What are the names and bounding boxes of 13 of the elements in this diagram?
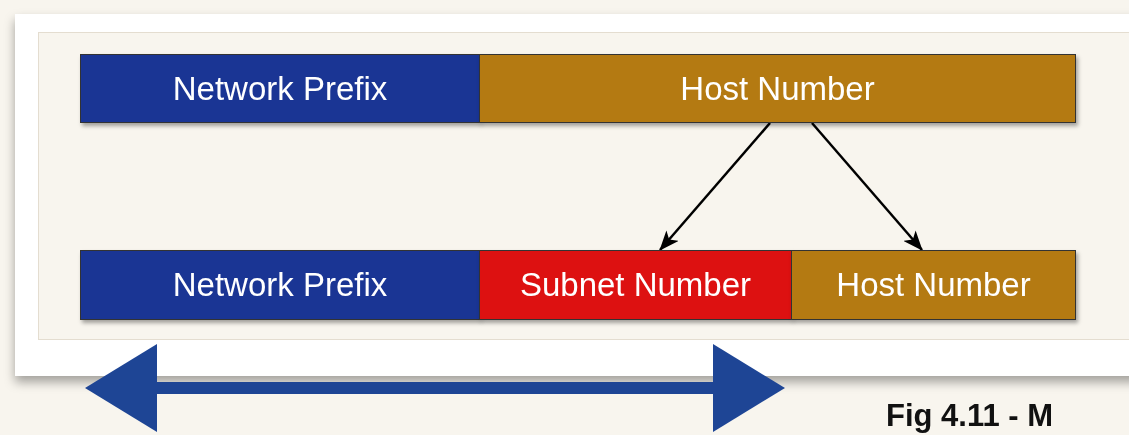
field-segment [479, 54, 1076, 123]
segment-label: Network Prefix [172, 69, 388, 108]
segment-label: Host Number [836, 266, 1031, 304]
segment-label: Subnet Number [519, 266, 752, 304]
segment-label: Host Number [680, 69, 875, 108]
segment-label: Network Prefix [172, 266, 388, 304]
field-segment [791, 250, 1076, 320]
field-segment [479, 250, 792, 320]
field-segment [80, 54, 480, 123]
arrow [811, 122, 923, 251]
figure-caption: Fig 4.11 - M [886, 398, 1054, 434]
field-segment [80, 250, 480, 320]
arrow [659, 122, 771, 251]
